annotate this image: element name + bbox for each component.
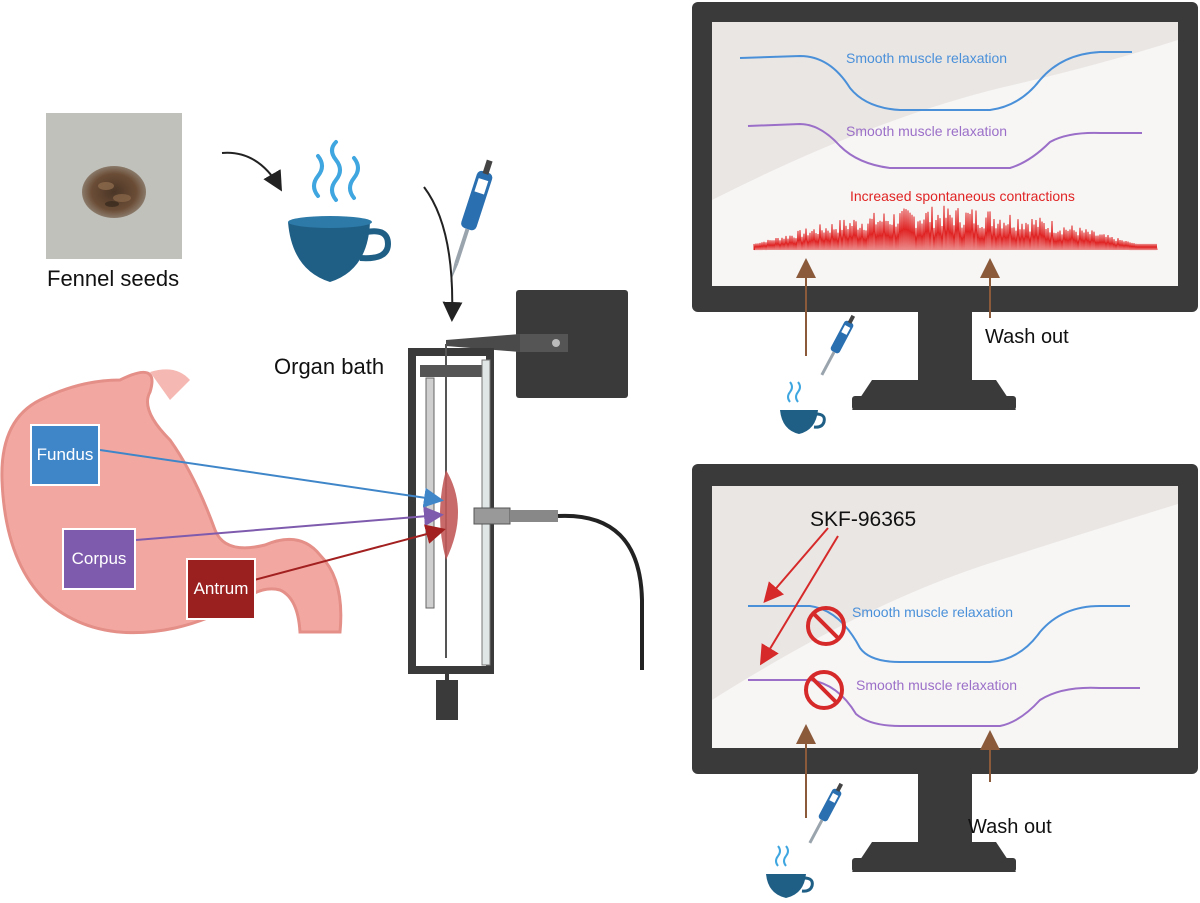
inhibitor-arrow-1 [763, 527, 829, 604]
top-trace-blue [739, 51, 1132, 111]
force-transducer [446, 290, 628, 398]
antrum-label: Antrum [193, 579, 249, 598]
seeds-to-tea-arrow [221, 151, 283, 192]
top-blue-trace-label: Smooth muscle relaxation [846, 50, 1008, 66]
treatment-arrow [423, 186, 463, 322]
small-pipette-icon-bottom [808, 782, 844, 844]
tea-cup-icon [288, 140, 392, 282]
bottom-blue-trace-label: Smooth muscle relaxation [852, 604, 1014, 620]
pipette-icon [450, 159, 493, 283]
inhibitor-label: SKF-96365 [810, 508, 917, 531]
antrum-arrow [253, 524, 446, 581]
fennel-seeds-photo [46, 113, 182, 259]
small-tea-cup-icon-top [780, 381, 826, 434]
top-purple-trace-label: Smooth muscle relaxation [846, 123, 1008, 139]
fennel-seeds-label: Fennel seeds [47, 266, 180, 291]
inhibitor-arrow-2 [759, 535, 839, 666]
stomach-illustration [0, 369, 343, 635]
bottom-monitor [692, 464, 1198, 872]
corpus-label: Corpus [71, 549, 127, 568]
corpus-box: Corpus [62, 528, 136, 590]
bottom-purple-trace-label: Smooth muscle relaxation [856, 677, 1018, 693]
fundus-box: Fundus [30, 424, 100, 486]
block-icon-purple [804, 670, 844, 710]
small-tea-cup-icon-bottom [766, 845, 814, 898]
organ-bath-label: Organ bath [274, 354, 385, 379]
block-icon-blue [806, 606, 846, 646]
top-red-trace-label: Increased spontaneous contractions [850, 188, 1075, 204]
corpus-arrow [135, 506, 444, 541]
top-trace-contractions [753, 205, 1158, 251]
contraction-spikes [753, 205, 1158, 251]
top-trace-purple [747, 122, 1142, 169]
organ-bath-apparatus [408, 344, 644, 720]
fundus-label: Fundus [36, 445, 94, 464]
top-wash-out-label: Wash out [985, 326, 1069, 348]
small-pipette-icon-top [820, 314, 856, 376]
fundus-arrow [99, 449, 444, 508]
bottom-wash-out-label: Wash out [968, 816, 1052, 838]
antrum-box: Antrum [186, 558, 256, 620]
